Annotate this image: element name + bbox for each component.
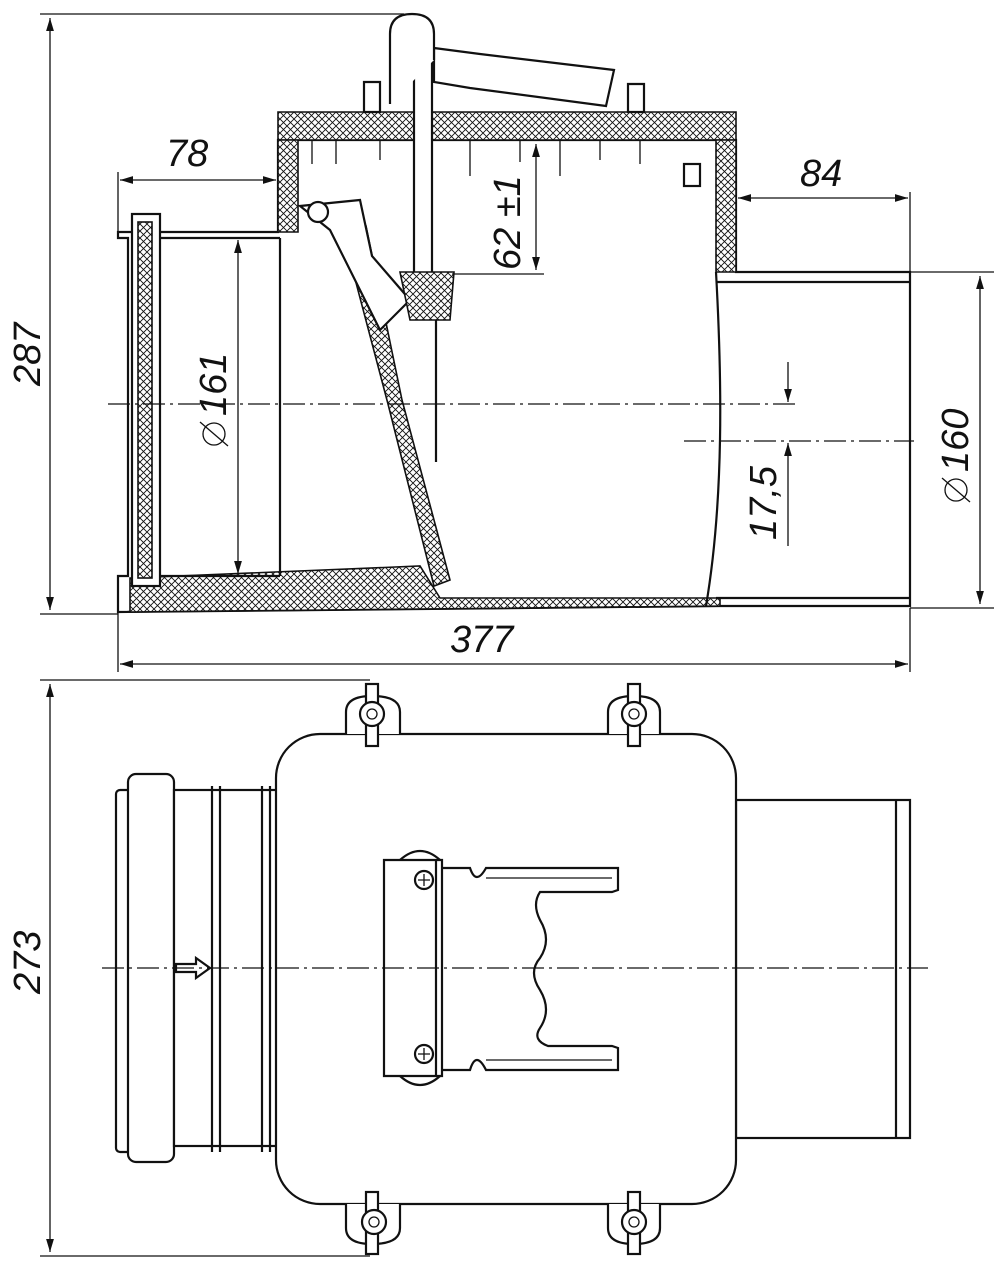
dim-62-label: 62 ±1 — [487, 175, 529, 270]
plan-lid — [274, 732, 738, 1206]
dim-287-label: 287 — [7, 321, 49, 387]
plan-view — [102, 682, 928, 1256]
lever-handle — [432, 46, 616, 108]
housing-right-wall — [715, 139, 737, 273]
dim-160-label: 160 — [935, 409, 977, 472]
bracket-ring-bottom — [399, 1075, 441, 1087]
housing-top-wall — [277, 111, 737, 141]
dim-78-label: 78 — [166, 133, 208, 175]
bolt-top-right — [606, 682, 662, 748]
dim-17-label: 17,5 — [743, 465, 785, 540]
stud-right — [626, 82, 646, 114]
housing-bottom-wall — [129, 565, 721, 613]
side-section-view — [108, 12, 914, 614]
dim-377-label: 377 — [450, 619, 515, 661]
inner-wall-curve — [704, 271, 722, 607]
dim-273-label: 273 — [7, 931, 49, 995]
bolt-top-left — [344, 682, 402, 748]
stem-guide — [399, 271, 455, 321]
control-stem — [412, 58, 434, 302]
hinge-pin — [306, 200, 330, 224]
stud-left — [362, 80, 382, 114]
handle-hook — [388, 12, 436, 104]
screw-top-icon — [413, 869, 435, 891]
housing-left-wall — [277, 139, 299, 233]
bolt-bottom-left — [344, 1190, 402, 1256]
plan-outlet-pipe — [734, 798, 912, 1140]
bracket-ring-top — [399, 849, 441, 861]
lever-bracket-plate — [382, 858, 444, 1078]
socket-seal — [137, 221, 153, 579]
diameter-symbol-160 — [944, 478, 968, 502]
lid-ribs — [311, 140, 641, 176]
lever-plan-outline — [442, 866, 620, 1072]
dim-84-label: 84 — [800, 153, 842, 195]
lid-tab — [682, 162, 702, 188]
diameter-slash-161 — [199, 421, 229, 447]
screw-bottom-icon — [413, 1043, 435, 1065]
dim-161-label: 161 — [193, 353, 235, 416]
diameter-symbol-161 — [202, 422, 226, 446]
plan-view-dimensions: 273 — [7, 679, 370, 1257]
diameter-slash-160 — [941, 477, 971, 503]
side-view-dimensions: 287 78 84 161 160 62 ±1 17,5 — [7, 13, 994, 672]
bolt-bottom-right — [606, 1190, 662, 1256]
